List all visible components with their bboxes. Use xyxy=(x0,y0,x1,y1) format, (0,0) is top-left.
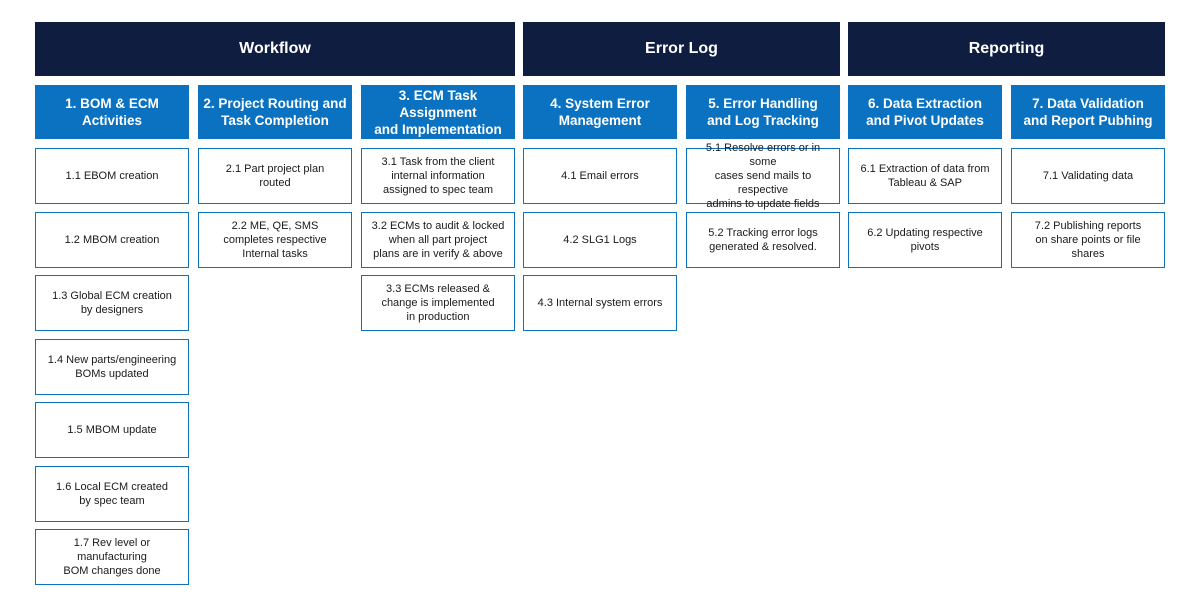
step-box: 2.2 ME, QE, SMS completes respective Int… xyxy=(198,211,352,268)
step-box: 1.4 New parts/engineering BOMs updated xyxy=(35,338,189,395)
step-box: 1.5 MBOM update xyxy=(35,402,189,458)
item-list: 7.1 Validating data 7.2 Publishing repor… xyxy=(1011,148,1165,268)
step-box: 5.2 Tracking error logs generated & reso… xyxy=(686,211,840,268)
step-box: 1.1 EBOM creation xyxy=(35,148,189,204)
group-workflow: Workflow xyxy=(35,22,515,76)
step-box: 1.7 Rev level or manufacturing BOM chang… xyxy=(35,529,189,585)
column-ecm-task: 3. ECM Task Assignment and Implementatio… xyxy=(361,85,515,339)
column-system-error: 4. System Error Management 4.1 Email err… xyxy=(523,85,677,339)
step-box: 3.3 ECMs released & change is implemente… xyxy=(361,275,515,331)
step-box: 4.2 SLG1 Logs xyxy=(523,211,677,268)
column-header: 7. Data Validation and Report Pubhing xyxy=(1011,85,1165,139)
column-header: 5. Error Handling and Log Tracking xyxy=(686,85,840,139)
step-box: 5.1 Resolve errors or in some cases send… xyxy=(686,142,840,210)
item-list: 2.1 Part project plan routed 2.2 ME, QE,… xyxy=(198,148,352,268)
item-list: 4.1 Email errors 4.2 SLG1 Logs 4.3 Inter… xyxy=(523,148,677,331)
item-list: 3.1 Task from the client internal inform… xyxy=(361,148,515,331)
step-box: 3.1 Task from the client internal inform… xyxy=(361,148,515,204)
step-box: 1.6 Local ECM created by spec team xyxy=(35,465,189,522)
item-list: 6.1 Extraction of data from Tableau & SA… xyxy=(848,148,1002,268)
column-header: 2. Project Routing and Task Completion xyxy=(198,85,352,139)
step-box: 1.3 Global ECM creation by designers xyxy=(35,275,189,331)
item-list: 5.1 Resolve errors or in some cases send… xyxy=(686,142,840,268)
column-project-routing: 2. Project Routing and Task Completion 2… xyxy=(198,85,352,275)
step-box: 7.2 Publishing reports on share points o… xyxy=(1011,211,1165,268)
step-box: 2.1 Part project plan routed xyxy=(198,148,352,204)
item-list: 1.1 EBOM creation 1.2 MBOM creation 1.3 … xyxy=(35,148,189,585)
step-box: 6.2 Updating respective pivots xyxy=(848,211,1002,268)
column-header: 6. Data Extraction and Pivot Updates xyxy=(848,85,1002,139)
column-header: 1. BOM & ECM Activities xyxy=(35,85,189,139)
group-error-log: Error Log xyxy=(523,22,840,76)
step-box: 4.1 Email errors xyxy=(523,148,677,204)
group-reporting: Reporting xyxy=(848,22,1165,76)
step-box: 7.1 Validating data xyxy=(1011,148,1165,204)
column-header: 4. System Error Management xyxy=(523,85,677,139)
column-data-extraction: 6. Data Extraction and Pivot Updates 6.1… xyxy=(848,85,1002,275)
step-box: 1.2 MBOM creation xyxy=(35,211,189,268)
step-box: 3.2 ECMs to audit & locked when all part… xyxy=(361,211,515,268)
step-box: 4.3 Internal system errors xyxy=(523,275,677,331)
column-header: 3. ECM Task Assignment and Implementatio… xyxy=(361,85,515,139)
column-data-validation: 7. Data Validation and Report Pubhing 7.… xyxy=(1011,85,1165,275)
column-error-handling: 5. Error Handling and Log Tracking 5.1 R… xyxy=(686,85,840,275)
column-bom-ecm: 1. BOM & ECM Activities 1.1 EBOM creatio… xyxy=(35,85,189,593)
step-box: 6.1 Extraction of data from Tableau & SA… xyxy=(848,148,1002,204)
